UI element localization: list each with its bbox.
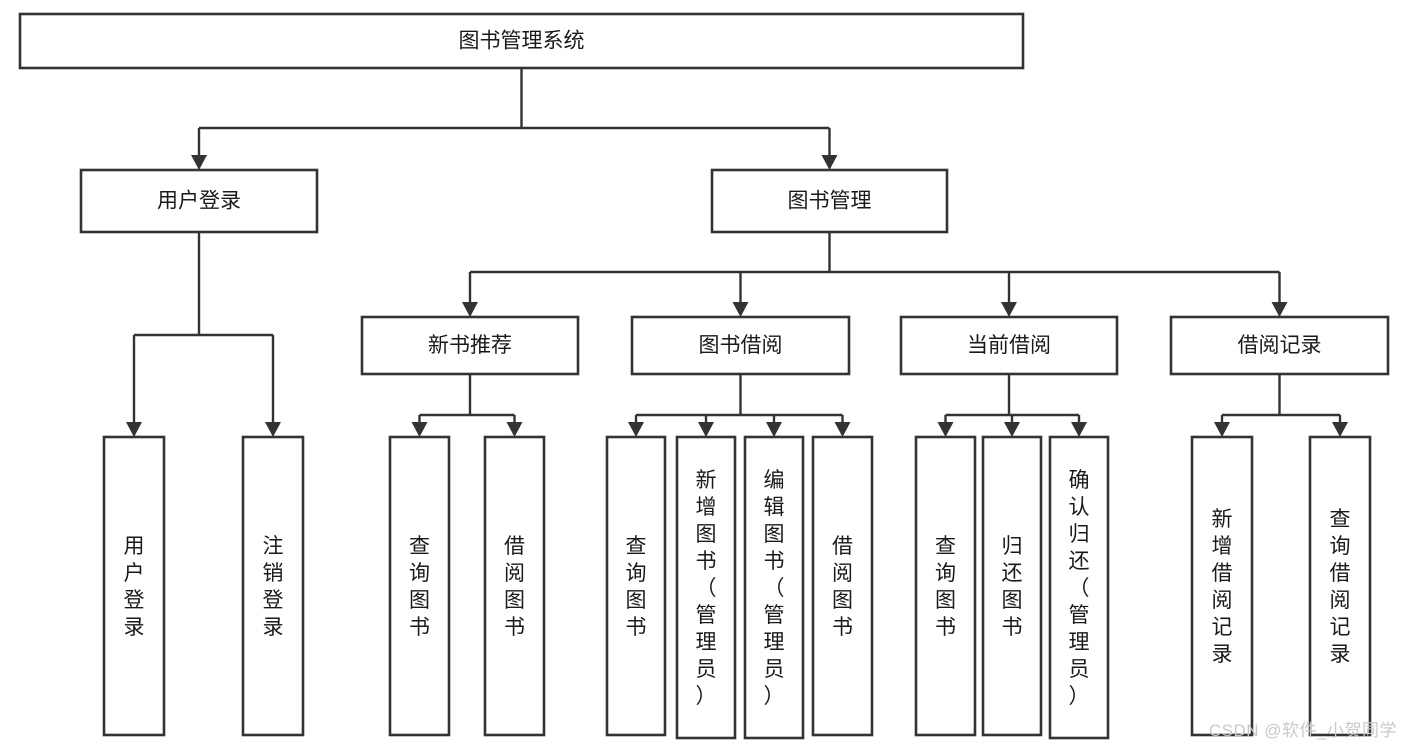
node-借阅图书[interactable]: 借阅图书 (811, 435, 874, 737)
node-box[interactable] (811, 435, 874, 737)
node-label: 借阅图书 (832, 535, 853, 639)
node-box[interactable] (914, 435, 977, 737)
arrow-head-icon (732, 302, 749, 317)
node-box[interactable] (18, 12, 1025, 70)
arrow-head-icon (698, 422, 714, 437)
node-label: 用户登录 (124, 535, 145, 639)
node-label: 确认归还（管理员） (1069, 469, 1090, 708)
node-label: 用户登录 (157, 190, 241, 213)
node-新增借阅记录[interactable]: 新增借阅记录 (1190, 435, 1254, 737)
node-box[interactable] (1190, 435, 1254, 737)
arrow-head-icon (766, 422, 782, 437)
watermark-text: CSDN @软件_小贺同学 (1208, 721, 1397, 740)
arrow-head-icon (265, 422, 281, 437)
node-查询借阅记录[interactable]: 查询借阅记录 (1308, 435, 1372, 737)
node-label: 借阅图书 (504, 535, 525, 639)
arrow-head-icon (462, 302, 478, 317)
node-label: 借阅记录 (1238, 334, 1322, 357)
node-box[interactable] (743, 435, 805, 740)
arrow-head-icon (126, 422, 142, 437)
node-确认归还管理员[interactable]: 确认归还（管理员） (1048, 435, 1110, 740)
node-label: 新增借阅记录 (1212, 508, 1233, 666)
node-label: 归还图书 (1002, 535, 1023, 639)
arrow-head-icon (191, 155, 207, 170)
node-label: 图书管理 (788, 190, 872, 213)
node-图书管理系统[interactable]: 图书管理系统 (18, 12, 1025, 70)
node-layer: 图书管理系统用户登录图书管理用户登录注销登录新书推荐查询图书借阅图书图书借阅查询… (18, 12, 1390, 740)
node-label: 查询图书 (409, 535, 430, 639)
node-box[interactable] (605, 435, 667, 737)
node-新增图书管理员[interactable]: 新增图书（管理员） (675, 435, 737, 740)
node-box[interactable] (1048, 435, 1110, 740)
node-label: 查询借阅记录 (1330, 508, 1351, 666)
node-box[interactable] (102, 435, 166, 737)
arrow-head-icon (1071, 422, 1087, 437)
arrow-head-icon (411, 422, 428, 437)
node-box[interactable] (483, 435, 546, 737)
node-图书管理[interactable]: 图书管理 (710, 168, 949, 234)
node-当前借阅[interactable]: 当前借阅 (899, 315, 1119, 376)
connector-layer (126, 68, 1348, 437)
arrow-head-icon (628, 422, 644, 437)
arrow-head-icon (1004, 422, 1020, 437)
node-用户登录[interactable]: 用户登录 (79, 168, 319, 234)
arrow-head-icon (1332, 422, 1348, 437)
node-用户登录[interactable]: 用户登录 (102, 435, 166, 737)
node-label: 当前借阅 (967, 334, 1051, 357)
node-box[interactable] (79, 168, 319, 234)
arrow-head-icon (937, 422, 954, 437)
node-box[interactable] (388, 435, 451, 737)
node-box[interactable] (1308, 435, 1372, 737)
node-label: 查询图书 (626, 535, 647, 639)
node-box[interactable] (360, 315, 580, 376)
node-查询图书[interactable]: 查询图书 (605, 435, 667, 737)
node-归还图书[interactable]: 归还图书 (981, 435, 1043, 737)
node-注销登录[interactable]: 注销登录 (241, 435, 305, 737)
arrow-head-icon (506, 422, 523, 437)
node-label: 新增图书（管理员） (696, 469, 717, 708)
arrow-head-icon (834, 422, 851, 437)
node-label: 注销登录 (263, 535, 284, 639)
node-label: 编辑图书（管理员） (764, 469, 785, 708)
node-box[interactable] (675, 435, 737, 740)
node-查询图书[interactable]: 查询图书 (914, 435, 977, 737)
node-查询图书[interactable]: 查询图书 (388, 435, 451, 737)
node-label: 图书管理系统 (459, 30, 585, 53)
arrow-head-icon (1001, 302, 1017, 317)
node-box[interactable] (899, 315, 1119, 376)
node-box[interactable] (630, 315, 851, 376)
node-label: 图书借阅 (699, 334, 783, 357)
node-label: 新书推荐 (428, 334, 512, 357)
node-新书推荐[interactable]: 新书推荐 (360, 315, 580, 376)
arrow-head-icon (821, 155, 838, 170)
node-编辑图书管理员[interactable]: 编辑图书（管理员） (743, 435, 805, 740)
node-box[interactable] (1169, 315, 1390, 376)
node-图书借阅[interactable]: 图书借阅 (630, 315, 851, 376)
node-box[interactable] (981, 435, 1043, 737)
arrow-head-icon (1271, 302, 1288, 317)
arrow-head-icon (1214, 422, 1230, 437)
node-box[interactable] (241, 435, 305, 737)
node-box[interactable] (710, 168, 949, 234)
node-借阅图书[interactable]: 借阅图书 (483, 435, 546, 737)
node-借阅记录[interactable]: 借阅记录 (1169, 315, 1390, 376)
node-label: 查询图书 (935, 535, 956, 639)
